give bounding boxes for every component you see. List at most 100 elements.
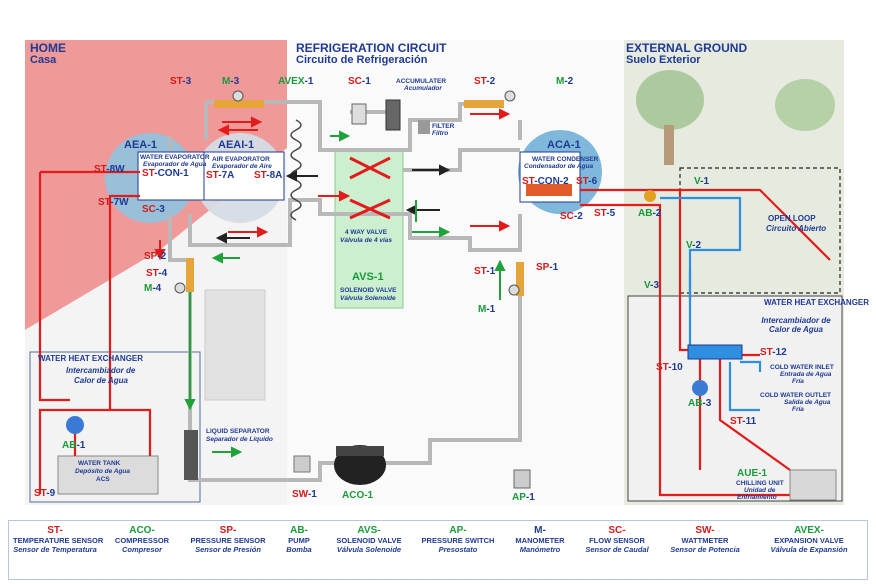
tag-sp2: SP-2 [144,251,167,262]
open-loop-es: Circuito Abierto [766,224,827,233]
legend-es: Válvula Solenoide [336,545,402,554]
heat-exchanger-sp2 [186,258,194,292]
tag-sc2: SC-2 [560,211,583,222]
legend-es: Sensor de Potencia [670,545,740,554]
flow-arrows-black [215,164,451,244]
legend-code: SW- [695,525,715,536]
aeai1-label: AEAI-1 [218,139,255,151]
legend-es: Sensor de Presión [195,545,261,554]
tag-st7w: ST-7W [98,197,129,208]
water-evaporator-es: Evaporador de Agua [143,161,207,168]
air-evaporator-label: AIR EVAPORATOR [212,156,270,163]
four-way-valve-es: Válvula de 4 vías [340,237,393,244]
flow-arrows-red [154,108,511,261]
tag-sc3: SC-3 [142,204,165,215]
legend: ST- TEMPERATURE SENSOR Sensor de Tempera… [8,520,868,580]
legend-code: ST- [47,525,63,536]
legend-en: PUMP [288,536,310,545]
tag-st1: ST-1 [474,266,496,277]
external-title: EXTERNAL GROUND [626,41,748,55]
tree-2 [775,79,835,131]
tag-ap1: AP-1 [512,492,535,503]
tag-sc1: SC-1 [348,76,371,87]
heat-exchanger-st3 [214,100,264,108]
whe-right-label: WATER HEAT EXCHANGER [764,298,870,307]
wattmeter [293,455,311,473]
tag-st7a: ST-7A [206,170,235,181]
accumulator-label: ACCUMULATER [396,78,447,85]
tag-st4: ST-4 [146,268,168,279]
aue1-label: AUE-1 [737,468,768,479]
cold-out-es-1: Salida de Agua [784,399,831,406]
condenser-coil [526,184,572,196]
liquid-separator [184,430,198,480]
legend-en: FLOW SENSOR [589,536,645,545]
tag-v2: V-2 [686,240,702,251]
chilling-es-2: Enfriamiento [737,494,777,501]
tag-stcon2: ST-CON-2 [522,176,569,187]
accumulator [385,99,401,131]
tag-m4: M-4 [144,283,162,294]
legend-en: PRESSURE SWITCH [421,536,495,545]
chilling-label: CHILLING UNIT [736,480,784,487]
tag-st12: ST-12 [760,347,787,358]
legend-code: AVEX- [794,525,824,536]
whe-left-label: WATER HEAT EXCHANGER [38,354,144,363]
compressor-top [336,446,384,456]
tag-st9: ST-9 [34,488,56,499]
avs1-box [334,149,404,309]
legend-item-aco: ACO- COMPRESSOR Compresor [105,525,179,554]
legend-es: Presostato [438,545,478,554]
cold-out-es-2: Fría [792,406,804,413]
legend-item-st: ST- TEMPERATURE SENSOR Sensor de Tempera… [13,525,103,554]
legend-es: Manómetro [519,545,561,554]
whe-left-es-1: Intercambiador de [66,366,136,375]
tag-st8w: ST-8W [94,164,125,175]
hot-water-lines [38,170,831,497]
legend-en: EXPANSION VALVE [774,536,844,545]
tag-v1: V-1 [694,176,710,187]
manometer-m3 [232,90,244,102]
legend-item-ap: AP- PRESSURE SWITCH Presostato [417,525,499,554]
cold-water-lines [660,196,762,412]
tag-m1: M-1 [478,304,496,315]
water-tank [57,455,159,495]
cold-in-es-2: Fría [792,378,804,385]
refrigeration-subtitle: Circuito de Refrigeración [296,54,428,66]
tag-st3: ST-3 [170,76,192,87]
liquid-separator-label: LIQUID SEPARATOR [206,428,270,435]
cold-in-label: COLD WATER INLET [770,364,834,371]
tag-ab3: AB-3 [688,398,712,409]
tag-st6: ST-6 [576,176,598,187]
water-condenser-label: WATER CONDENSER [532,156,599,163]
manometer-m4 [174,282,186,294]
whe-left-es-2: Calor de Agua [74,376,128,385]
pump-ab2 [644,190,656,202]
legend-es: Bomba [286,545,312,554]
legend-es: Sensor de Caudal [585,545,649,554]
pump-ab1 [66,416,84,434]
filter-label: FILTER [432,123,455,130]
manometer-m2 [504,90,516,102]
legend-en: COMPRESSOR [114,536,170,545]
legend-item-m: M- MANOMETER Manómetro [507,525,573,554]
refrigeration-title: REFRIGERATION CIRCUIT [296,41,447,55]
legend-en: MANOMETER [515,536,565,545]
tag-v3: V-3 [644,280,660,291]
legend-es: Sensor de Temperatura [13,545,97,554]
tag-st11: ST-11 [730,416,757,427]
air-evaporator-es: Evaporador de Aire [212,163,272,170]
filter [418,120,430,134]
legend-item-avs: AVS- SOLENOID VALVE Válvula Solenoide [329,525,409,554]
tag-st10: ST-10 [656,362,683,373]
cold-out-label: COLD WATER OUTLET [760,392,832,399]
home-title: HOME [30,41,66,55]
solenoid-valve-es: Válvula Solenoide [340,295,396,302]
chilling-es-1: Unidad de [744,487,776,494]
tag-sw1: SW-1 [292,489,317,500]
home-subtitle: Casa [30,54,57,66]
tag-st2: ST-2 [474,76,496,87]
legend-item-sw: SW- WATTMETER Sensor de Potencia [661,525,749,554]
tree-trunk [664,125,674,165]
